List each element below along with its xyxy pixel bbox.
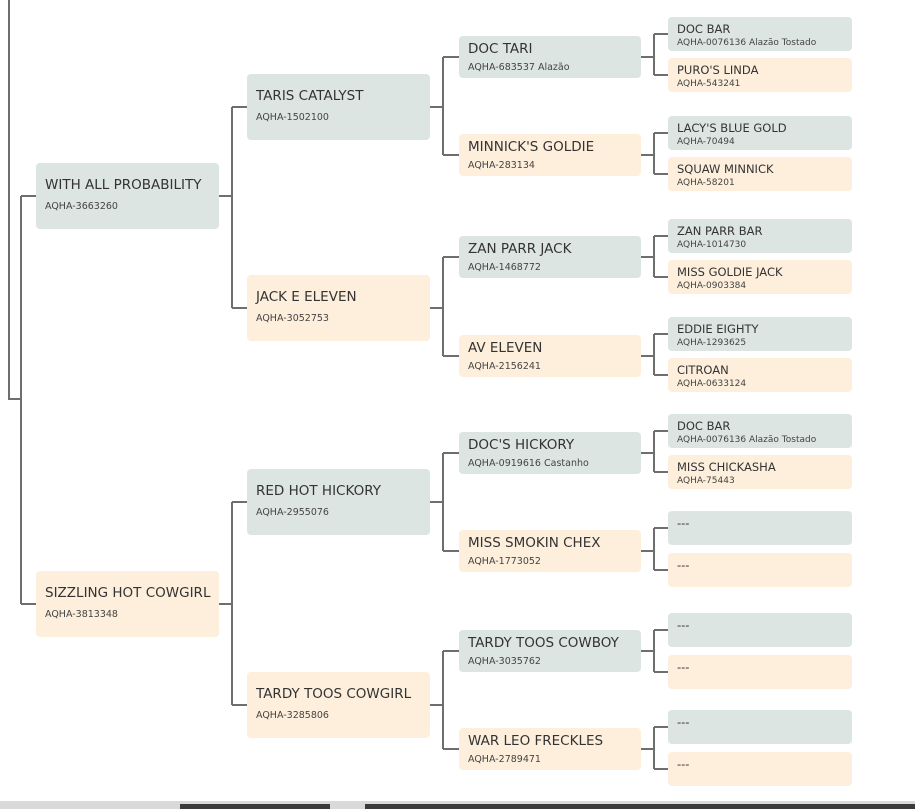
horse-card-g3[interactable]: DOC TARI AQHA-683537 Alazão [459, 36, 641, 78]
horse-registration: AQHA-543241 [677, 79, 741, 89]
horse-registration: AQHA-1468772 [468, 262, 541, 273]
horse-registration: AQHA-0919616 Castanho [468, 458, 589, 469]
horse-registration: AQHA-3813348 [45, 609, 118, 620]
horse-name: TARIS CATALYST [256, 88, 364, 104]
horse-card-g3[interactable]: AV ELEVEN AQHA-2156241 [459, 335, 641, 377]
horse-name: JACK E ELEVEN [256, 289, 357, 305]
horse-card-g2[interactable]: TARDY TOOS COWGIRL AQHA-3285806 [247, 672, 430, 738]
horse-registration: AQHA-1502100 [256, 112, 329, 123]
horse-card-g3[interactable]: DOC'S HICKORY AQHA-0919616 Castanho [459, 432, 641, 474]
scrollbar-thumb[interactable] [365, 804, 915, 809]
horse-name: MISS SMOKIN CHEX [468, 535, 601, 551]
horse-card-g4[interactable]: --- [668, 613, 852, 647]
horse-card-g3[interactable]: WAR LEO FRECKLES AQHA-2789471 [459, 728, 641, 770]
horse-name: ZAN PARR BAR [677, 224, 763, 238]
horse-name: SQUAW MINNICK [677, 162, 774, 176]
horse-name: ZAN PARR JACK [468, 241, 572, 257]
horse-name: TARDY TOOS COWGIRL [256, 686, 412, 702]
horse-card-g4[interactable]: --- [668, 553, 852, 587]
horse-name: DOC BAR [677, 419, 731, 433]
horse-card-g4[interactable]: ZAN PARR BAR AQHA-1014730 [668, 219, 852, 253]
horse-card-g2[interactable]: RED HOT HICKORY AQHA-2955076 [247, 469, 430, 535]
horse-card-g4[interactable]: CITROAN AQHA-0633124 [668, 358, 852, 392]
horse-name: TARDY TOOS COWBOY [468, 635, 619, 651]
horse-card-g1-dam[interactable]: SIZZLING HOT COWGIRL AQHA-3813348 [36, 571, 219, 637]
horse-registration: AQHA-0076136 Alazão Tostado [677, 38, 817, 48]
horse-name: MISS CHICKASHA [677, 460, 776, 474]
horse-card-g3[interactable]: TARDY TOOS COWBOY AQHA-3035762 [459, 630, 641, 672]
horse-name: PURO'S LINDA [677, 63, 759, 77]
horse-card-g4[interactable]: --- [668, 655, 852, 689]
scrollbar-segment [180, 804, 330, 809]
horse-card-g3[interactable]: MISS SMOKIN CHEX AQHA-1773052 [459, 530, 641, 572]
horse-registration: AQHA-58201 [677, 178, 735, 188]
horse-name: AV ELEVEN [468, 340, 543, 356]
horse-card-g3[interactable]: ZAN PARR JACK AQHA-1468772 [459, 236, 641, 278]
horse-name: RED HOT HICKORY [256, 483, 381, 499]
horse-card-g4[interactable]: SQUAW MINNICK AQHA-58201 [668, 157, 852, 191]
horse-registration: AQHA-2955076 [256, 507, 329, 518]
horse-card-g4[interactable]: EDDIE EIGHTY AQHA-1293625 [668, 317, 852, 351]
horse-card-g4[interactable]: --- [668, 752, 852, 786]
horse-card-g4[interactable]: DOC BAR AQHA-0076136 Alazão Tostado [668, 17, 852, 51]
horse-card-g1-sire[interactable]: WITH ALL PROBABILITY AQHA-3663260 [36, 163, 219, 229]
horse-registration: AQHA-1773052 [468, 556, 541, 567]
horse-registration: AQHA-0633124 [677, 379, 747, 389]
horse-registration: AQHA-1014730 [677, 240, 747, 250]
horse-name: DOC BAR [677, 22, 731, 36]
horse-name: --- [677, 558, 690, 572]
horse-name: LACY'S BLUE GOLD [677, 121, 787, 135]
horse-registration: AQHA-1293625 [677, 338, 747, 348]
horse-registration: AQHA-283134 [468, 160, 535, 171]
horse-name: WITH ALL PROBABILITY [45, 177, 202, 193]
horse-card-g4[interactable]: --- [668, 710, 852, 744]
horse-name: WAR LEO FRECKLES [468, 733, 604, 749]
horse-name: --- [677, 757, 690, 771]
horse-registration: AQHA-683537 Alazão [468, 62, 570, 73]
horse-name: --- [677, 715, 690, 729]
horse-card-g4[interactable]: MISS CHICKASHA AQHA-75443 [668, 455, 852, 489]
horse-name: EDDIE EIGHTY [677, 322, 759, 336]
horse-registration: AQHA-2156241 [468, 361, 541, 372]
horse-name: --- [677, 516, 690, 530]
horse-registration: AQHA-0903384 [677, 281, 747, 291]
horse-name: CITROAN [677, 363, 729, 377]
horizontal-scrollbar[interactable] [0, 801, 915, 809]
horse-card-g2[interactable]: JACK E ELEVEN AQHA-3052753 [247, 275, 430, 341]
horse-card-g4[interactable]: --- [668, 511, 852, 545]
horse-card-g4[interactable]: PURO'S LINDA AQHA-543241 [668, 58, 852, 92]
horse-name: MINNICK'S GOLDIE [468, 139, 595, 155]
horse-card-g3[interactable]: MINNICK'S GOLDIE AQHA-283134 [459, 134, 641, 176]
horse-registration: AQHA-3663260 [45, 201, 118, 212]
horse-registration: AQHA-3285806 [256, 710, 329, 721]
horse-registration: AQHA-0076136 Alazão Tostado [677, 435, 817, 445]
horse-name: --- [677, 660, 690, 674]
horse-registration: AQHA-70494 [677, 137, 735, 147]
horse-name: SIZZLING HOT COWGIRL [45, 585, 211, 601]
horse-name: DOC'S HICKORY [468, 437, 575, 453]
horse-card-g4[interactable]: MISS GOLDIE JACK AQHA-0903384 [668, 260, 852, 294]
horse-name: MISS GOLDIE JACK [677, 265, 783, 279]
horse-name: DOC TARI [468, 41, 533, 57]
horse-card-g4[interactable]: LACY'S BLUE GOLD AQHA-70494 [668, 116, 852, 150]
horse-card-g4[interactable]: DOC BAR AQHA-0076136 Alazão Tostado [668, 414, 852, 448]
horse-registration: AQHA-75443 [677, 476, 735, 486]
horse-registration: AQHA-2789471 [468, 754, 541, 765]
horse-registration: AQHA-3052753 [256, 313, 329, 324]
horse-card-g2[interactable]: TARIS CATALYST AQHA-1502100 [247, 74, 430, 140]
horse-name: --- [677, 618, 690, 632]
horse-registration: AQHA-3035762 [468, 656, 541, 667]
